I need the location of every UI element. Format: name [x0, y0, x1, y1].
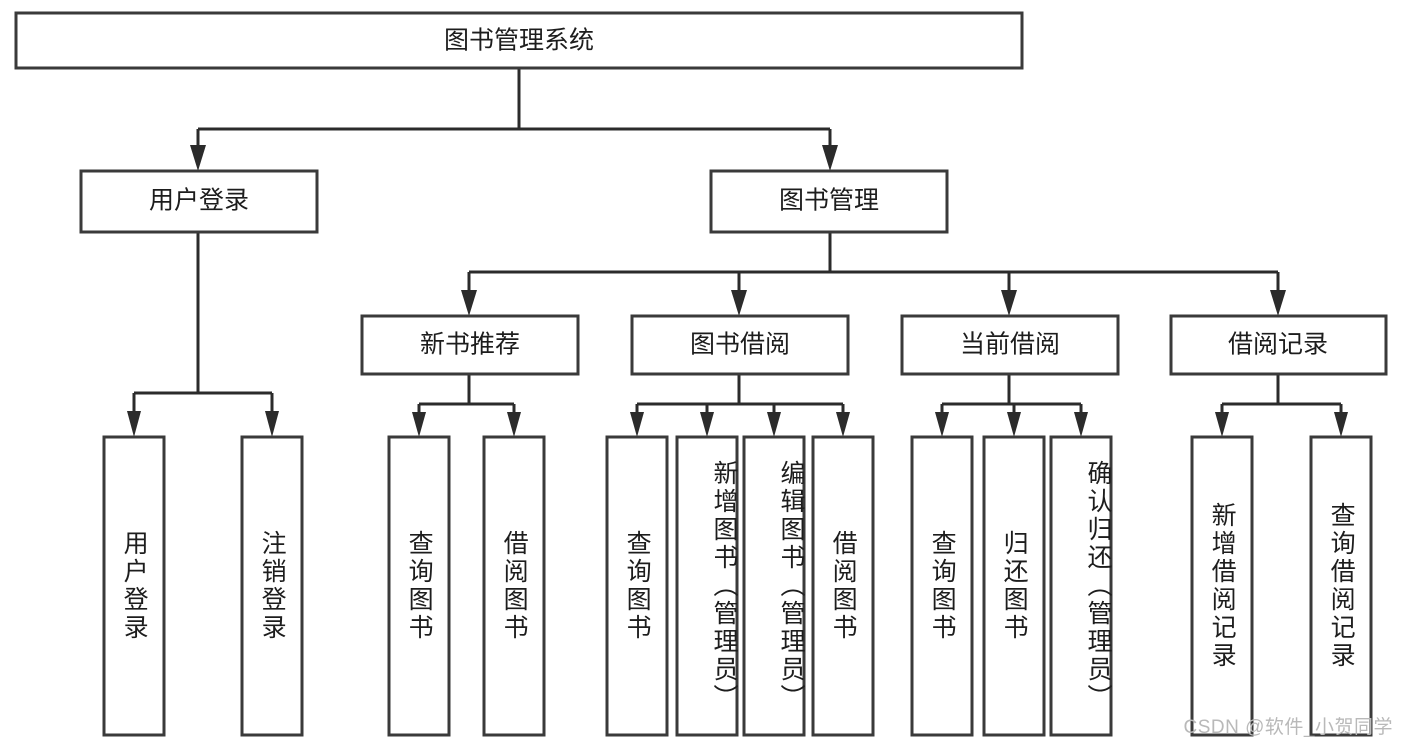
- leaf-box-return-book[interactable]: [982, 435, 1046, 737]
- node-book-borrow[interactable]: 图书借阅: [630, 314, 850, 376]
- leaf-box-user-login[interactable]: [102, 435, 166, 737]
- leaf-box-query-book-2[interactable]: [605, 435, 669, 737]
- node-borrow-record-label: 借阅记录: [1228, 331, 1328, 359]
- node-current-borrow[interactable]: 当前借阅: [900, 314, 1120, 376]
- node-root-label: 图书管理系统: [444, 27, 594, 55]
- leaf-box-add-book[interactable]: [675, 435, 739, 737]
- node-borrow-record[interactable]: 借阅记录: [1169, 314, 1388, 376]
- connector-currentborrow-to-leaves: [935, 374, 1088, 437]
- node-user-login-label: 用户登录: [149, 187, 249, 215]
- leaf-box-borrow-book-2[interactable]: [811, 435, 875, 737]
- connector-bookborrow-to-leaves: [630, 374, 850, 437]
- node-book-management-label: 图书管理: [779, 187, 879, 215]
- node-book-borrow-label: 图书借阅: [690, 331, 790, 359]
- leaf-box-query-book-3[interactable]: [910, 435, 974, 737]
- leaf-box-user-logout[interactable]: [240, 435, 304, 737]
- leaf-box-edit-book[interactable]: [742, 435, 806, 737]
- connector-borrowrecord-to-leaves: [1215, 374, 1348, 437]
- leaf-box-query-book-1[interactable]: [387, 435, 451, 737]
- connector-newbook-to-leaves: [412, 374, 521, 437]
- node-user-login[interactable]: 用户登录: [79, 169, 319, 234]
- node-current-borrow-label: 当前借阅: [960, 331, 1060, 359]
- leaf-box-query-record[interactable]: [1309, 435, 1373, 737]
- leaf-box-borrow-book-1[interactable]: [482, 435, 546, 737]
- connector-userlogin-to-leaves: [127, 232, 279, 437]
- leaf-box-confirm-return[interactable]: [1049, 435, 1113, 737]
- node-root[interactable]: 图书管理系统: [14, 11, 1024, 70]
- node-new-book-recommend-label: 新书推荐: [420, 331, 520, 359]
- connector-root-to-level2: [190, 68, 838, 171]
- node-book-management[interactable]: 图书管理: [709, 169, 949, 234]
- connector-bookmgmt-to-level3: [461, 232, 1286, 316]
- csdn-watermark: CSDN @软件_小贺同学: [1183, 717, 1393, 738]
- leaf-box-add-record[interactable]: [1190, 435, 1254, 737]
- node-new-book-recommend[interactable]: 新书推荐: [360, 314, 580, 376]
